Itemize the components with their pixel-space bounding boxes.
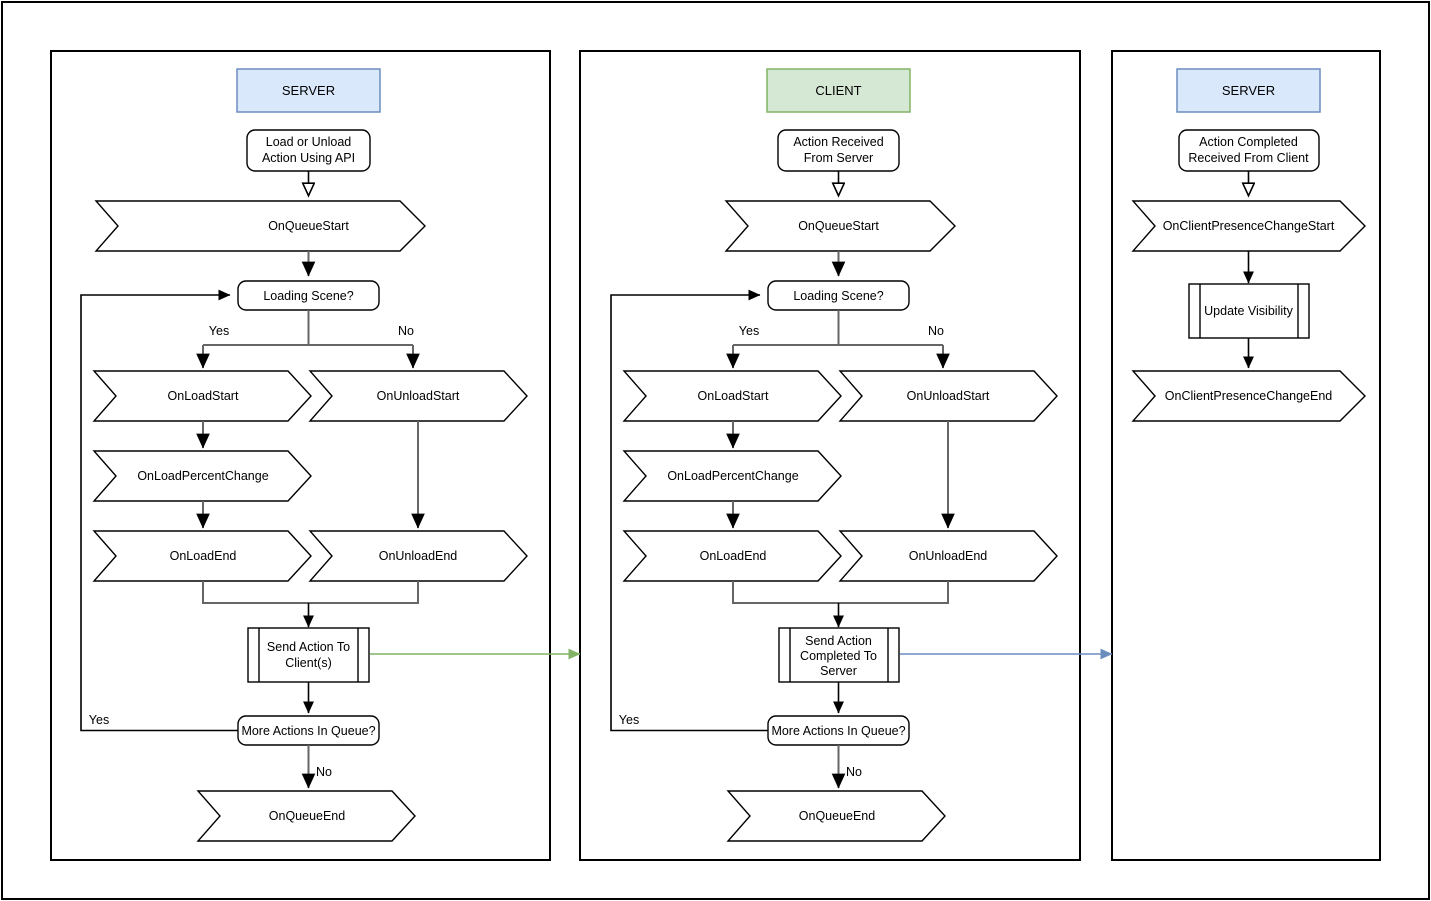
node-onloadstart-l2[interactable] (622, 370, 842, 422)
node-onloadpercentchange-l1-label: OnLoadPercentChange (137, 469, 268, 483)
node-onqueuestart-l1[interactable] (94, 200, 426, 252)
node-onloadstart-l1[interactable] (92, 370, 312, 422)
lane-header-server-left-label: SERVER (282, 83, 335, 98)
edge-merge-to-sendaction-l2 (732, 581, 949, 604)
node-onclientpresencechangeend-label: OnClientPresenceChangeEnd (1165, 389, 1333, 403)
node-onloadend-l2-label: OnLoadEnd (700, 549, 767, 563)
node-send-action-completed-line3: Server (820, 664, 857, 678)
edge-label-loop-yes-l1: Yes (89, 713, 109, 727)
node-onunloadend-l1-label: OnUnloadEnd (379, 549, 458, 563)
node-onqueueend-l2-label: OnQueueEnd (799, 809, 875, 823)
node-onunloadend-l1[interactable] (308, 530, 528, 582)
node-onunloadend-l2[interactable] (838, 530, 1058, 582)
node-load-unload-api-line2: Action Using API (262, 151, 355, 165)
node-onunloadstart-l1-label: OnUnloadStart (377, 389, 460, 403)
node-onloadend-l2[interactable] (622, 530, 842, 582)
edge-merge-to-sendaction-l1 (202, 581, 419, 604)
edge-label-exit-no-l2: No (846, 765, 862, 779)
node-update-visibility[interactable] (1188, 283, 1310, 339)
node-more-actions-l1-label: More Actions In Queue? (241, 724, 375, 738)
node-onclientpresencechangestart[interactable] (1131, 200, 1366, 252)
node-more-actions-l2-label: More Actions In Queue? (771, 724, 905, 738)
node-onloadpercentchange-l2[interactable] (622, 450, 842, 502)
edge-loop-yes-l1 (80, 289, 238, 732)
node-load-unload-api-line1: Load or Unload (266, 135, 352, 149)
node-action-completed-line2: Received From Client (1188, 151, 1309, 165)
node-onqueuestart-l2[interactable] (724, 200, 956, 252)
node-loading-scene-l1-label: Loading Scene? (263, 289, 353, 303)
edge-loop-yes-l2 (610, 289, 768, 732)
edge-label-no-l2: No (928, 324, 944, 338)
node-onloadend-l1-label: OnLoadEnd (170, 549, 237, 563)
edge-decision-bus-l1 (203, 310, 413, 346)
edge-label-loop-yes-l2: Yes (619, 713, 639, 727)
node-onunloadstart-l2-label: OnUnloadStart (907, 389, 990, 403)
edge-label-exit-no-l1: No (316, 765, 332, 779)
node-send-action-to-clients-line2: Client(s) (285, 656, 332, 670)
node-onunloadend-l2-label: OnUnloadEnd (909, 549, 988, 563)
edge-label-yes-l1: Yes (209, 324, 229, 338)
node-action-received-line2: From Server (804, 151, 873, 165)
lane-header-client-label: CLIENT (815, 83, 861, 98)
node-send-action-to-clients[interactable] (247, 627, 370, 683)
node-send-action-completed-line2: Completed To (800, 649, 877, 663)
node-onqueueend-l1[interactable] (196, 790, 416, 842)
edge-label-no-l1: No (398, 324, 414, 338)
node-update-visibility-label: Update Visibility (1204, 304, 1293, 318)
node-onloadstart-l2-label: OnLoadStart (698, 389, 769, 403)
node-onloadpercentchange-l2-label: OnLoadPercentChange (667, 469, 798, 483)
node-onclientpresencechangeend[interactable] (1131, 370, 1366, 422)
node-onqueuestart-l1-label: OnQueueStart (268, 219, 349, 233)
edge-decision-bus-l2 (733, 310, 943, 346)
node-loading-scene-l2-label: Loading Scene? (793, 289, 883, 303)
node-onunloadstart-l2[interactable] (838, 370, 1058, 422)
node-send-action-completed-line1: Send Action (805, 634, 872, 648)
edge-label-yes-l2: Yes (739, 324, 759, 338)
lane-header-server-right (1176, 68, 1321, 113)
node-onloadpercentchange-l1[interactable] (92, 450, 312, 502)
node-send-action-completed-to-server[interactable] (778, 627, 900, 683)
lane-header-client (766, 68, 911, 113)
node-onclientpresencechangestart-label: OnClientPresenceChangeStart (1163, 219, 1335, 233)
node-onunloadstart-l1[interactable] (308, 370, 528, 422)
node-onloadend-l1[interactable] (92, 530, 312, 582)
lane-server-right (1111, 50, 1381, 861)
lane-header-server-right-label: SERVER (1222, 83, 1275, 98)
node-send-action-to-clients-line1: Send Action To (267, 640, 350, 654)
lane-header-server-left (236, 68, 381, 113)
node-onloadstart-l1-label: OnLoadStart (168, 389, 239, 403)
node-onqueueend-l2[interactable] (726, 790, 946, 842)
node-action-completed-line1: Action Completed (1199, 135, 1298, 149)
node-onqueueend-l1-label: OnQueueEnd (269, 809, 345, 823)
node-onqueuestart-l2-label: OnQueueStart (798, 219, 879, 233)
node-action-received-line1: Action Received (793, 135, 883, 149)
